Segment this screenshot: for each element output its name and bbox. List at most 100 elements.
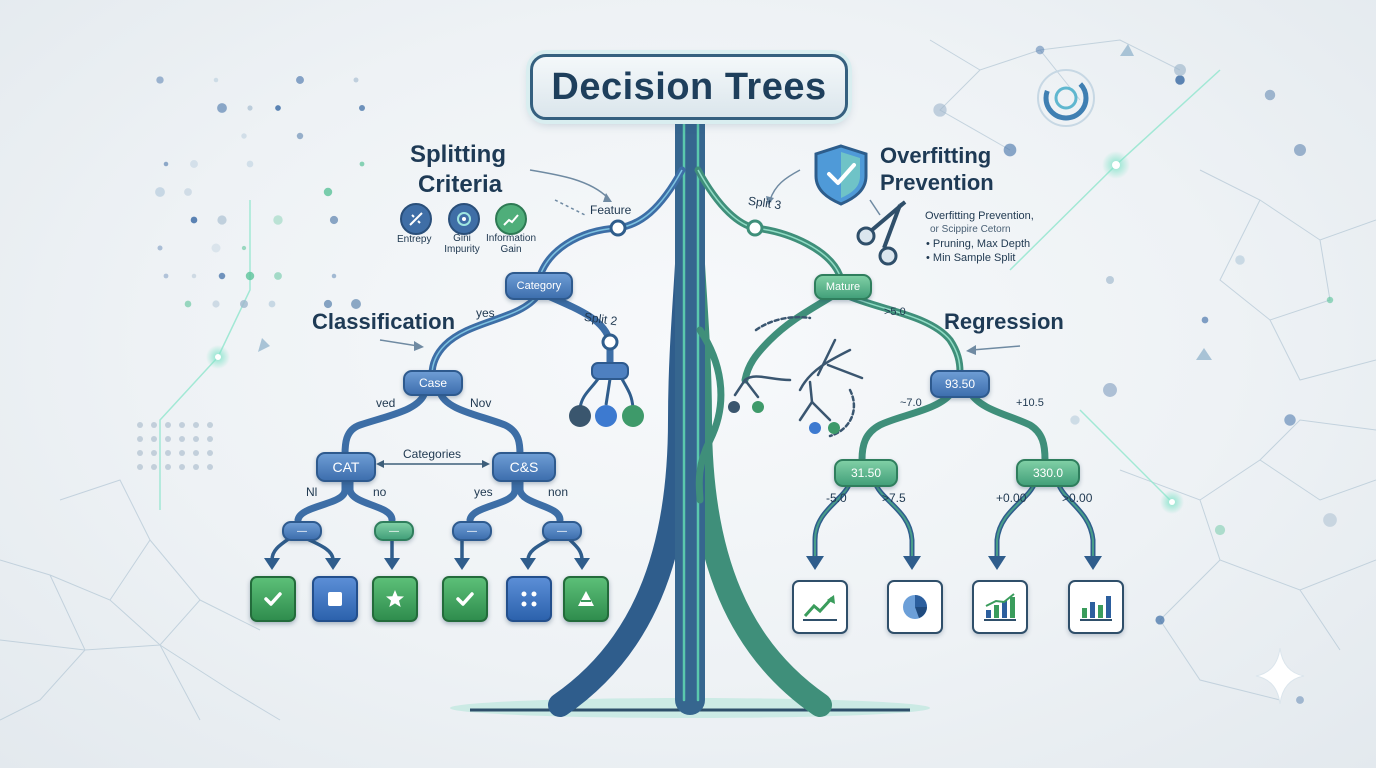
background-dot [179,464,185,470]
background-dot [1035,45,1045,55]
background-dot [207,450,213,456]
pie-chart-icon [887,580,943,634]
overfitting-heading-line1: Overfitting [880,143,992,168]
leaf-label-2: >7.5 [882,491,906,505]
entropy-icon [400,203,432,235]
leaf-label-1: -5.0 [826,491,847,505]
decor-shapes [258,44,1212,360]
background-dot [353,77,359,83]
regression-leaf-arrows-green [814,481,1094,558]
left-split-label: ~7.0 [900,397,922,409]
pointer-arrowheads [414,193,976,355]
background-dot [933,103,947,117]
shield-check-icon [814,144,868,206]
background-dot [151,422,157,428]
background-dot [1284,414,1296,426]
split-junctions [609,219,764,237]
background-dot [179,422,185,428]
background-network-left [0,479,281,721]
feature-label: Feature [590,203,632,217]
background-dot [184,300,192,308]
background-dot [268,300,276,308]
criteria-label-gini: Gini Impurity [440,233,484,255]
checkmark-icon [250,576,296,622]
sparkle-icon [1255,647,1305,705]
leaf-label-4: >0.00 [1062,491,1093,505]
background-dot [163,161,169,167]
background-dot-grid [137,76,365,470]
cs-left-child-node: — [452,521,492,541]
background-dot [273,215,283,225]
gini-label-line1: Gini [453,233,471,244]
background-dot [151,436,157,442]
background-dot [191,273,197,279]
classification-leaf-arrows [270,536,584,561]
background-dot [193,450,199,456]
cat-node: CAT [316,452,376,482]
background-dot [1103,383,1117,397]
background-dot [207,422,213,428]
background-dot [137,422,143,428]
background-dot [1214,524,1226,536]
cs-right-child-node: — [542,521,582,541]
regression-branch-highlights [697,169,961,373]
node-9350: 93.50 [930,370,990,398]
node-3300: 330.0 [1016,459,1080,487]
background-dot [1070,415,1080,425]
pruned-leaf-nodes [728,401,840,434]
tree-trunk [548,103,832,717]
background-dot [296,76,304,84]
cs-branch-right-label: non [548,485,569,499]
mature-node: Mature [814,274,872,300]
node-3150: 31.50 [834,459,898,487]
checkmark-icon [442,576,488,622]
background-dot [1235,255,1245,265]
scissors-icon [856,200,907,266]
background-dot [137,450,143,456]
cat-left-child-node: — [282,521,322,541]
nov-label: Nov [470,396,492,410]
leaf-label-3: +0.00 [996,491,1027,505]
cat-right-child-node: — [374,521,414,541]
background-dot [359,161,365,167]
bar-chart-icon [1068,580,1124,634]
split2-subtree [569,333,644,427]
background-dot [1323,513,1337,527]
background-dot [246,160,254,168]
overfitting-note-1: Overfitting Prevention, [925,210,1034,222]
background-dot [247,105,253,111]
classification-arrowheads [264,558,590,570]
background-dot [157,245,163,251]
background-dot [1326,296,1334,304]
background-dot [193,436,199,442]
bar-growth-icon [972,580,1028,634]
background-dot [241,133,247,139]
background-dot [241,245,247,251]
background-dot [323,187,333,197]
yes-label: yes [476,306,495,320]
background-dot [331,273,337,279]
overfitting-heading-line2: Prevention [880,170,994,195]
title-text: Decision Trees [551,65,827,108]
background-dot [179,436,185,442]
ved-label: ved [376,396,396,410]
right-split-label: +10.5 [1016,397,1044,409]
background-dot [1155,615,1165,625]
info-gain-label-line1: Information [485,233,537,244]
overfitting-note-2: or Scippire Cetorn [930,224,1011,235]
background-glow-lines [159,69,1221,510]
background-dot [156,76,164,84]
overfitting-heading: Overfitting Prevention [880,142,994,196]
overfitting-note-3: • Pruning, Max Depth [926,238,1031,250]
info-gain-label-line2: Gain [500,244,522,255]
cs-node: C&S [492,452,556,482]
line-trend-icon [792,580,848,634]
background-dot [190,160,198,168]
overfitting-note-4: • Min Sample Split [926,252,1016,264]
background-dot [1201,316,1209,324]
criteria-label-information-gain: Information Gain [480,233,542,255]
background-dot [137,436,143,442]
pointer-arrows [379,169,1021,351]
background-dot [213,77,219,83]
background-dot [1296,696,1304,704]
